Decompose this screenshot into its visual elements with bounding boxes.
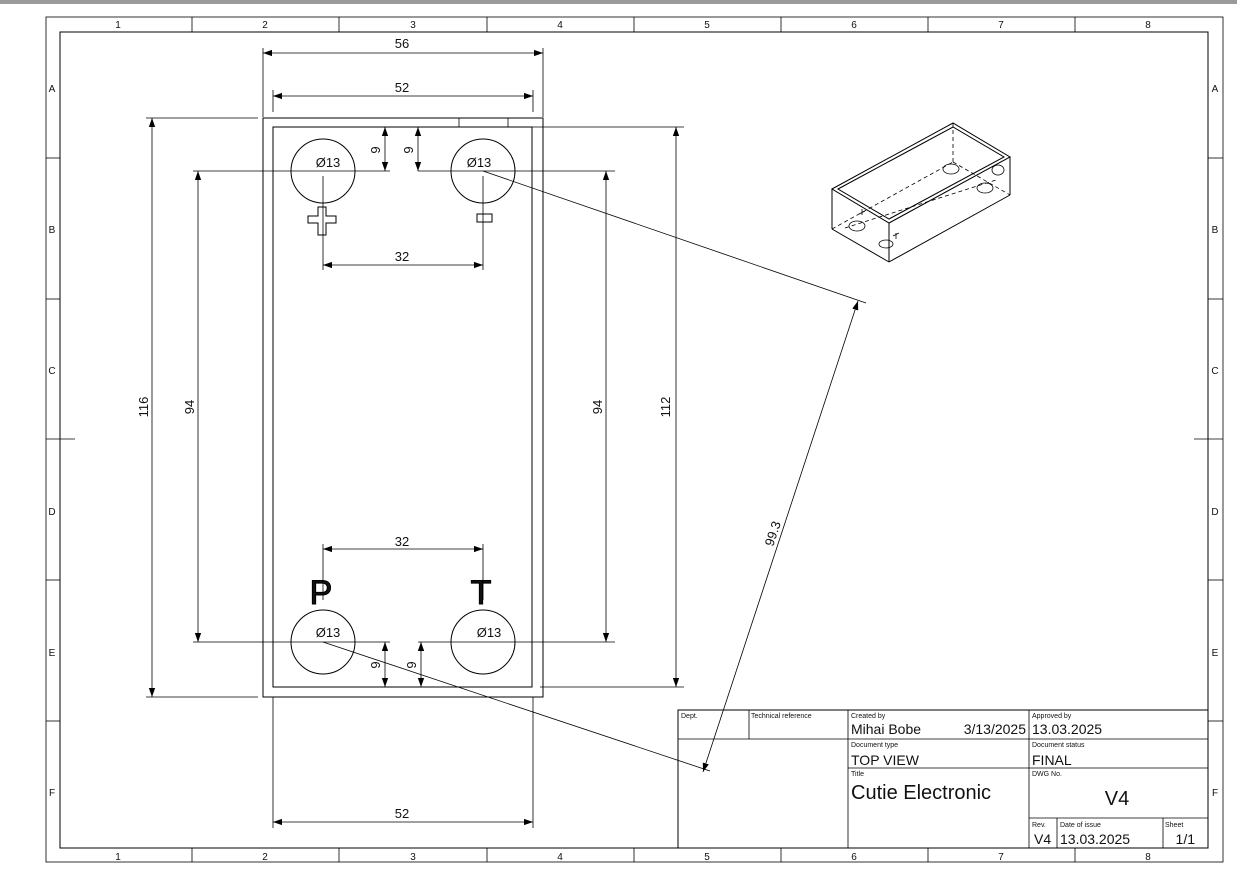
zone-row-d-right: D	[1211, 507, 1218, 518]
zone-col-3-bottom: 3	[410, 852, 416, 863]
plus-marking	[307, 206, 337, 236]
dim-offset-top-right: 9	[401, 146, 416, 153]
doc-type-value: TOP VIEW	[851, 752, 920, 768]
hole-top-left-label: Ø13	[316, 155, 341, 170]
zone-col-5-bottom: 5	[704, 852, 710, 863]
dim-outer-width: 56	[395, 36, 409, 51]
doc-status-label: Document status	[1032, 742, 1085, 749]
dim-offset-bottom-left: 9	[368, 661, 383, 668]
zone-row-a-right: A	[1212, 84, 1219, 95]
zone-col-4-bottom: 4	[557, 852, 563, 863]
zone-col-2-bottom: 2	[262, 852, 268, 863]
dim-hole-pitch-left: 94	[182, 400, 197, 414]
hole-bottom-right-label: Ø13	[477, 625, 502, 640]
zone-col-1-top: 1	[115, 20, 121, 31]
zone-col-5-top: 5	[704, 20, 710, 31]
approved-by-label: Approved by	[1032, 713, 1072, 720]
zone-row-b-right: B	[1212, 225, 1219, 236]
zone-col-8-bottom: 8	[1145, 852, 1151, 863]
dwg-no-value: V4	[1105, 788, 1129, 810]
zone-labels: 1 2 3 4 5 6 7 8 1 2 3 4 5 6 7 8 A B C D …	[48, 20, 1218, 863]
dim-inner-width-bottom: 52	[395, 806, 409, 821]
zone-col-6-top: 6	[851, 20, 857, 31]
dim-inner-height: 112	[658, 397, 673, 418]
isometric-view	[830, 122, 1012, 263]
date-issue-label: Date of issue	[1060, 822, 1101, 829]
p-marking: P	[310, 574, 333, 612]
rev-label: Rev.	[1032, 822, 1046, 829]
zone-col-7-top: 7	[998, 20, 1004, 31]
dwg-no-label: DWG No.	[1032, 771, 1062, 778]
approved-by-value: 13.03.2025	[1032, 721, 1102, 737]
title-value: Cutie Electronic	[851, 782, 991, 804]
zone-col-7-bottom: 7	[998, 852, 1004, 863]
zone-ticks	[46, 17, 1223, 862]
title-block: Dept. Technical reference Created by Mih…	[677, 709, 1209, 849]
zone-row-b-left: B	[49, 225, 56, 236]
minus-marking	[476, 213, 493, 223]
rev-value: V4	[1034, 831, 1051, 847]
zone-row-f-right: F	[1212, 788, 1218, 799]
zone-row-f-left: F	[49, 788, 55, 799]
zone-col-4-top: 4	[557, 20, 563, 31]
zone-col-6-bottom: 6	[851, 852, 857, 863]
created-by-label: Created by	[851, 713, 886, 720]
zone-row-c-right: C	[1211, 366, 1218, 377]
title-label: Title	[851, 771, 864, 778]
sheet-label: Sheet	[1165, 822, 1183, 829]
zone-row-a-left: A	[49, 84, 56, 95]
dim-diagonal: 99.3	[762, 519, 784, 548]
zone-col-8-top: 8	[1145, 20, 1151, 31]
doc-status-value: FINAL	[1032, 752, 1072, 768]
date-issue-value: 13.03.2025	[1060, 831, 1130, 847]
dim-hole-spacing-bottom: 32	[395, 534, 409, 549]
hole-bottom-left-label: Ø13	[316, 625, 341, 640]
t-marking: T	[471, 574, 492, 612]
dim-hole-pitch-right: 94	[590, 400, 605, 414]
dim-offset-top-left: 9	[368, 146, 383, 153]
zone-row-e-right: E	[1212, 648, 1219, 659]
dept-label: Dept.	[681, 713, 698, 720]
zone-row-c-left: C	[48, 366, 55, 377]
doc-type-label: Document type	[851, 742, 898, 749]
created-by-value: Mihai Bobe	[851, 721, 921, 737]
zone-row-e-left: E	[49, 648, 56, 659]
window-top-strip	[0, 0, 1237, 4]
zone-row-d-left: D	[48, 507, 55, 518]
dim-hole-spacing-top: 32	[395, 249, 409, 264]
zone-col-3-top: 3	[410, 20, 416, 31]
sheet-value: 1/1	[1176, 831, 1196, 847]
dim-offset-bottom-right: 9	[404, 661, 419, 668]
dim-inner-width-top: 52	[395, 80, 409, 95]
zone-col-1-bottom: 1	[115, 852, 121, 863]
tech-ref-label: Technical reference	[751, 713, 812, 720]
dim-outer-height: 116	[136, 397, 151, 418]
top-view: Ø13 Ø13 Ø13 Ø13 P T 56 52	[136, 36, 867, 828]
created-date-value: 3/13/2025	[964, 721, 1026, 737]
outer-outline	[262, 117, 544, 698]
hole-top-right-label: Ø13	[467, 155, 492, 170]
zone-col-2-top: 2	[262, 20, 268, 31]
inner-outline	[272, 126, 533, 688]
